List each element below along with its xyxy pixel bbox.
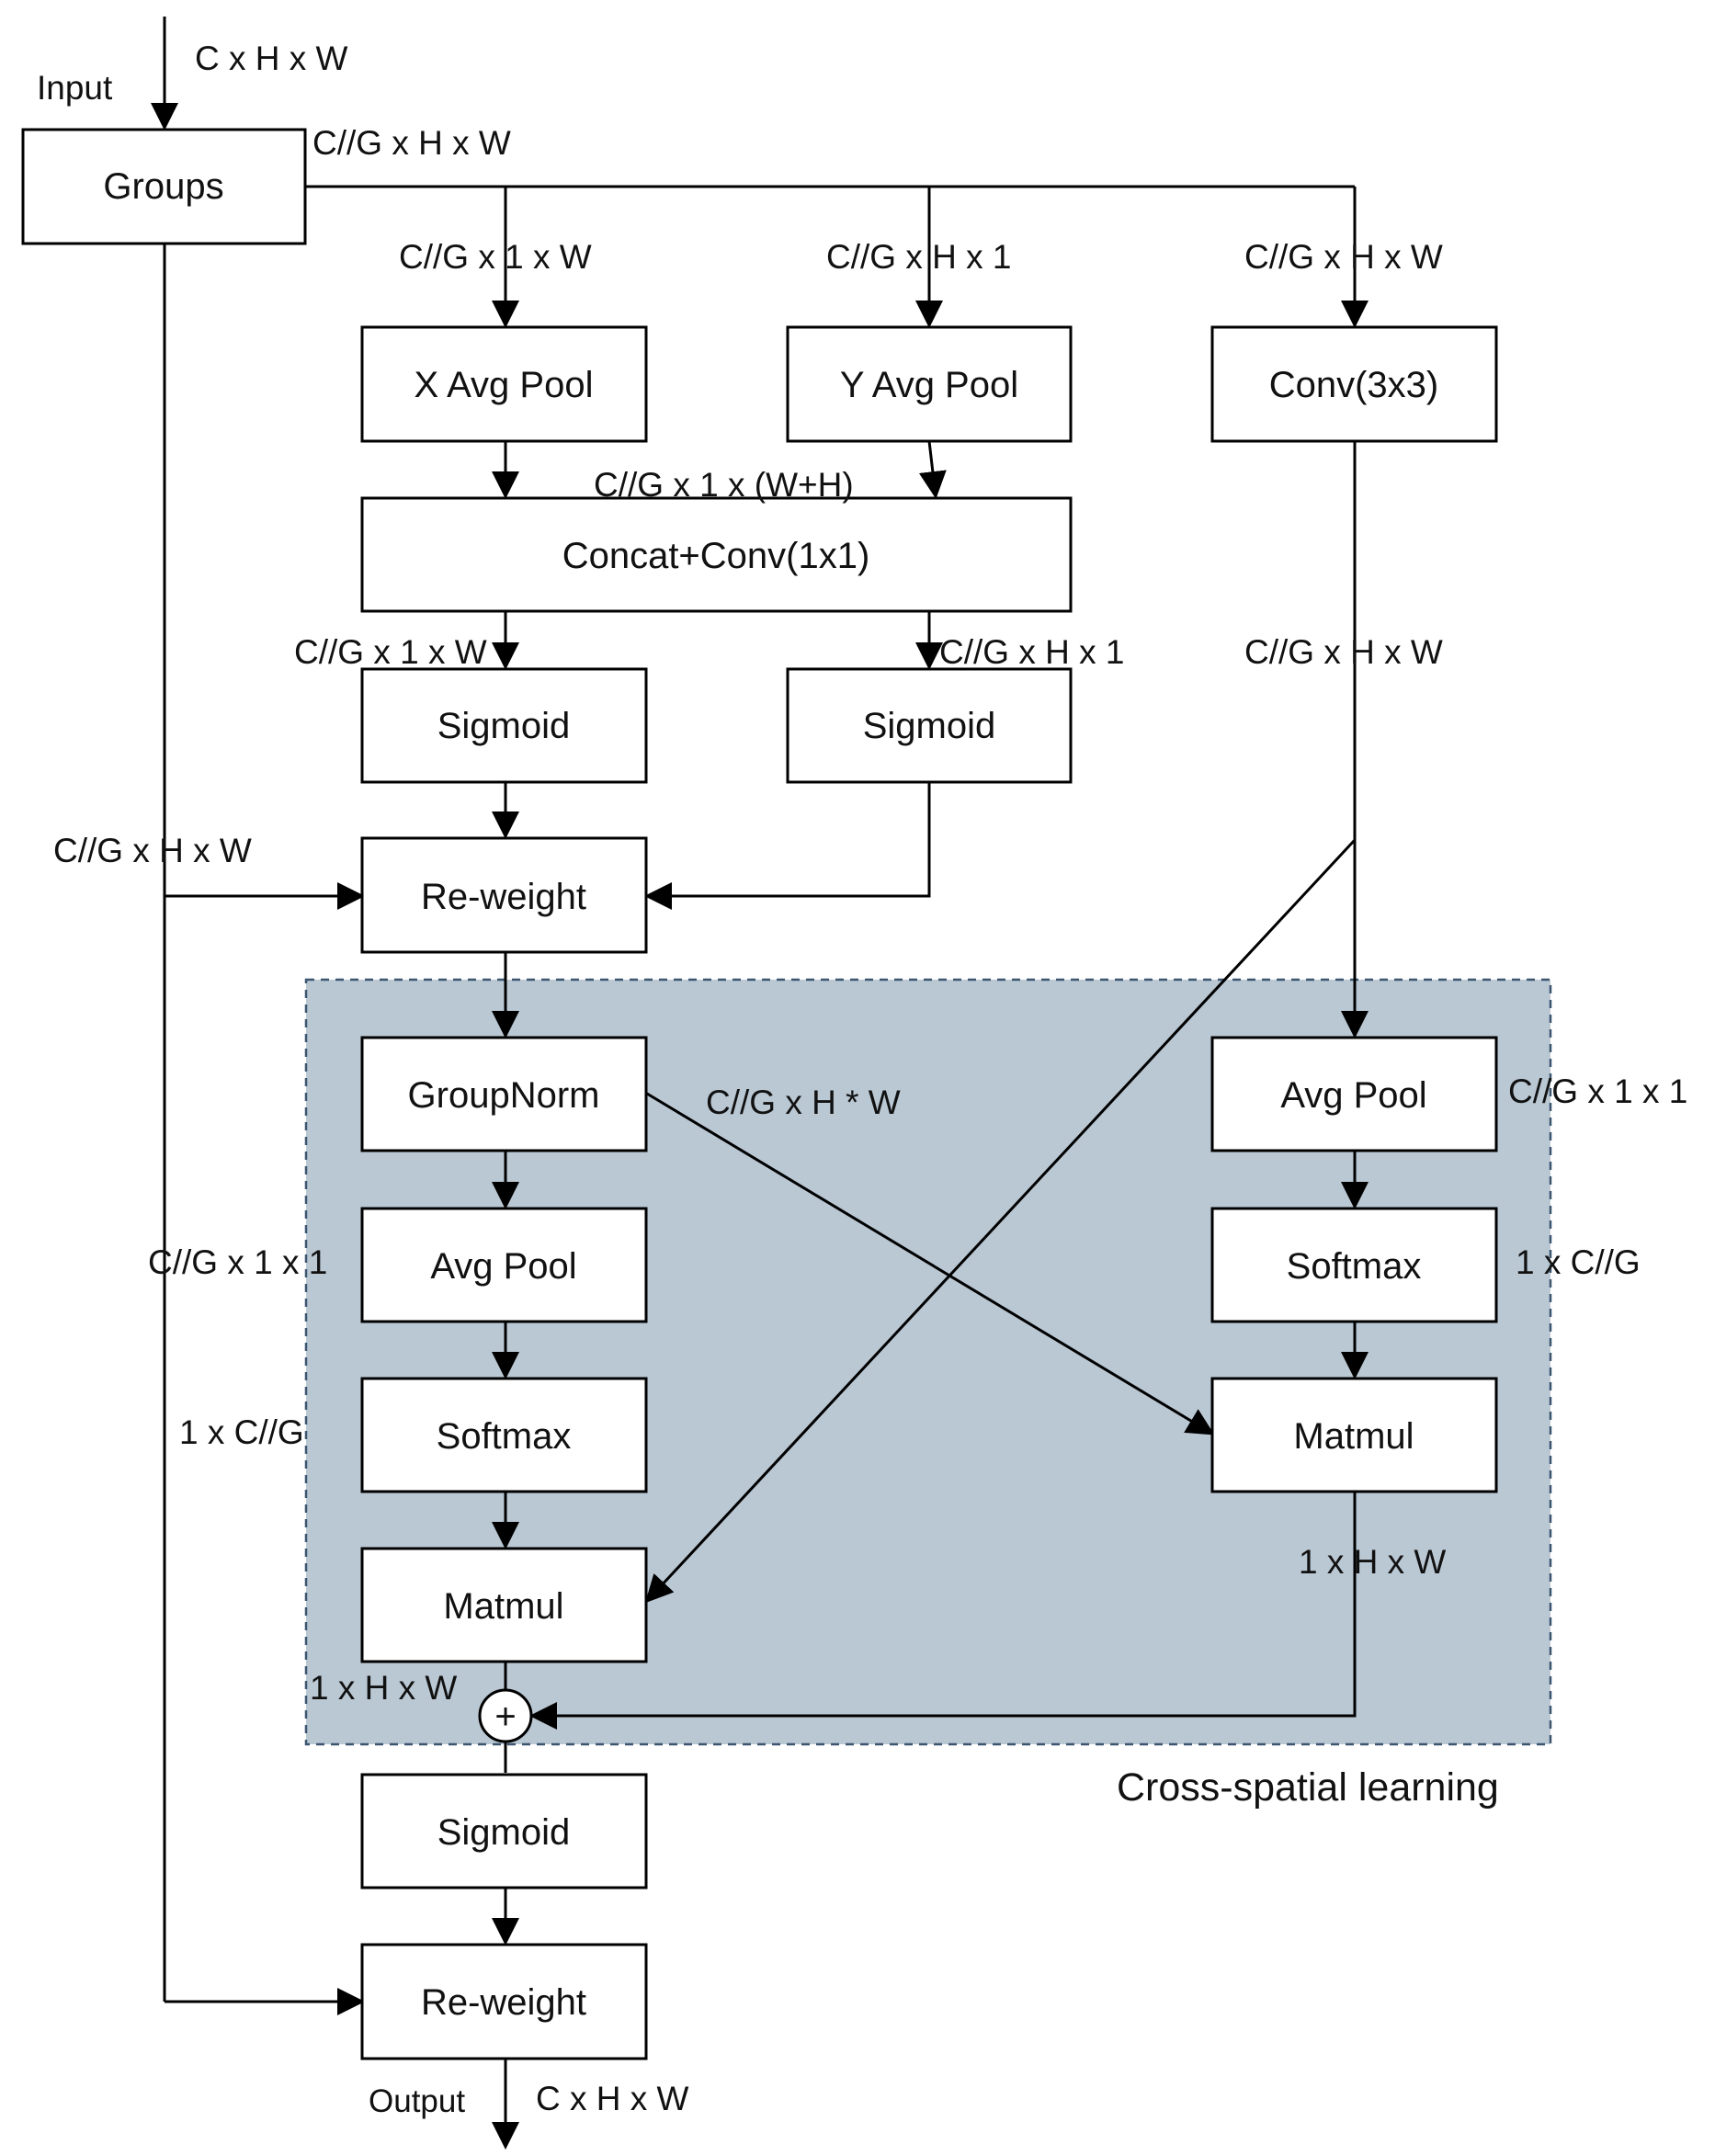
x-pool-in-label: C//G x 1 x W: [399, 238, 592, 276]
matmul-left-label: Matmul: [443, 1586, 563, 1627]
avg-pool-left-box: Avg Pool: [360, 1207, 648, 1323]
sigmoid-bottom-label: Sigmoid: [437, 1812, 571, 1853]
concat-in-label: C//G x 1 x (W+H): [594, 466, 854, 504]
sigmoid-left-box: Sigmoid: [360, 667, 648, 784]
cross-spatial-label: Cross-spatial learning: [1117, 1765, 1499, 1810]
concat-conv-label: Concat+Conv(1x1): [562, 536, 870, 576]
sigmoid-bottom-box: Sigmoid: [360, 1773, 648, 1889]
groupnorm-label: GroupNorm: [408, 1075, 600, 1116]
softmax-left-out-label: 1 x C//G: [179, 1413, 304, 1451]
conv3x3-box: Conv(3x3): [1210, 325, 1498, 443]
groups-label: Groups: [103, 166, 223, 207]
input-dim-label: C x H x W: [195, 40, 348, 77]
edge-matmul-right-sum: [529, 1492, 1357, 1730]
conv-in-label: C//G x H x W: [1244, 238, 1443, 276]
output-label: Output: [369, 2083, 465, 2119]
groupnorm-out-label: C//G x H * W: [706, 1084, 901, 1121]
edge-conv-cross-matmul-left: [644, 838, 1357, 1604]
add-symbol: +: [494, 1696, 516, 1737]
reweight-bottom-box: Re-weight: [360, 1943, 648, 2060]
edges: [151, 17, 1369, 2150]
edge-sigmoid-right-reweight: [644, 782, 931, 910]
groupnorm-box: GroupNorm: [360, 1036, 648, 1152]
matmul-left-out-label: 1 x H x W: [310, 1669, 457, 1707]
y-pool-in-label: C//G x H x 1: [826, 238, 1011, 276]
add-node: +: [478, 1688, 533, 1743]
groups-box: Groups: [21, 128, 307, 245]
matmul-left-box: Matmul: [360, 1547, 648, 1663]
avg-pool-right-box: Avg Pool: [1210, 1036, 1498, 1152]
avg-pool-left-label: Avg Pool: [430, 1246, 576, 1287]
softmax-left-label: Softmax: [437, 1416, 572, 1457]
reweight-top-box: Re-weight: [360, 836, 648, 954]
avg-pool-left-out-label: C//G x 1 x 1: [148, 1243, 327, 1281]
avg-pool-right-out-label: C//G x 1 x 1: [1508, 1072, 1687, 1110]
concat-conv-box: Concat+Conv(1x1): [360, 496, 1073, 613]
softmax-right-out-label: 1 x C//G: [1516, 1243, 1641, 1281]
groups-out-label: C//G x H x W: [312, 124, 511, 162]
reweight-top-label: Re-weight: [421, 877, 586, 917]
y-avg-pool-box: Y Avg Pool: [786, 325, 1073, 443]
input-label: Input: [37, 69, 113, 107]
softmax-left-box: Softmax: [360, 1377, 648, 1493]
y-avg-pool-label: Y Avg Pool: [840, 365, 1018, 405]
sigmoid-left-label: Sigmoid: [437, 706, 571, 746]
edge-groupnorm-cross-matmul-right: [646, 1092, 1215, 1435]
softmax-right-label: Softmax: [1287, 1246, 1422, 1287]
avg-pool-right-label: Avg Pool: [1280, 1075, 1426, 1116]
softmax-right-box: Softmax: [1210, 1207, 1498, 1323]
matmul-right-box: Matmul: [1210, 1377, 1498, 1493]
nodes: Groups X Avg Pool Y Avg Pool Conv(3x3) C…: [21, 128, 1498, 2060]
x-avg-pool-label: X Avg Pool: [415, 365, 594, 405]
conv3x3-label: Conv(3x3): [1269, 365, 1439, 405]
split-right-label: C//G x H x 1: [939, 633, 1124, 671]
conv-out-label: C//G x H x W: [1244, 633, 1443, 671]
x-avg-pool-box: X Avg Pool: [360, 325, 648, 443]
sigmoid-right-box: Sigmoid: [786, 667, 1073, 784]
output-dim-label: C x H x W: [536, 2080, 689, 2117]
skip-dim-label: C//G x H x W: [53, 832, 252, 869]
edge-y-pool-concat: [918, 440, 947, 499]
split-left-label: C//G x 1 x W: [294, 633, 487, 671]
sigmoid-right-label: Sigmoid: [863, 706, 996, 746]
edge-labels: Input C x H x W C//G x H x W C//G x 1 x …: [37, 40, 1687, 2119]
matmul-right-out-label: 1 x H x W: [1299, 1543, 1446, 1581]
reweight-bottom-label: Re-weight: [421, 1982, 586, 2023]
matmul-right-label: Matmul: [1293, 1416, 1414, 1457]
